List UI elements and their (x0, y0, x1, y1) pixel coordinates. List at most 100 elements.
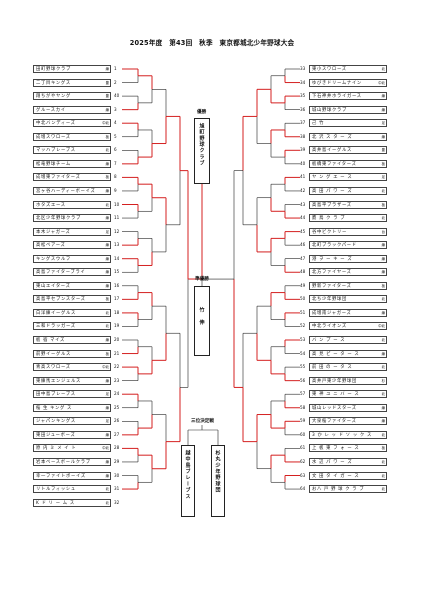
champion-box: 旭町野球クラブ (194, 118, 210, 184)
left-team-15: 高島ファイターブライ 練 (33, 268, 111, 277)
right-team-35: 下石神井ホライガース練 (309, 92, 387, 101)
team-number: 49 (300, 282, 306, 288)
team-area: 練 (105, 216, 109, 221)
left-team-32: K ド リ ー ム ス北 (33, 498, 111, 507)
left-team-7: 松竜野球チーム練 (33, 159, 111, 168)
team-name: 高島平ブラザーズ (312, 202, 352, 208)
team-number: 43 (300, 201, 306, 207)
team-number: 30 (114, 472, 120, 478)
team-name: 前野イーグルス (36, 351, 71, 357)
team-name: 板 宿 マイズ (36, 338, 65, 343)
team-number: 61 (300, 445, 306, 451)
left-team-28: 原 内 ミ メ イ ト 中北 (33, 444, 111, 453)
team-area: 板 (381, 283, 385, 288)
right-team-42: 高 田 パ ワ ー ズ北 (309, 186, 387, 195)
team-name: 東 神 ユ ニ バ ー ス (312, 392, 360, 398)
team-name: 高島平セブンスターズ (36, 297, 86, 303)
team-area: 足 (105, 419, 109, 424)
right-team-45: 谷中ビクトリー台 (309, 227, 387, 236)
right-team-63: 文 田 タ イ ガ ー ス北 (309, 471, 387, 480)
team-number: 22 (114, 364, 120, 370)
third-place-label: 三位決定戦 (191, 419, 214, 424)
left-team-23: 東練馬エンジェルス練 (33, 376, 111, 385)
team-number: 46 (300, 242, 306, 248)
left-team-14: キングスウルフ練 (33, 254, 111, 263)
team-area: 練 (105, 432, 109, 437)
right-team-55: 前 田 の ー タ ス北 (309, 363, 387, 372)
team-name: 青高スワローズ (36, 365, 71, 371)
right-team-58: 城山レッドスターズ練 (309, 403, 387, 412)
team-name: 成増スワローズ (36, 134, 71, 140)
team-area: 練 (105, 405, 109, 410)
team-number: 17 (114, 296, 120, 302)
right-team-34: ゆびきドリームナイン中北 (309, 78, 387, 87)
team-area: 北 (381, 473, 385, 478)
team-number: 44 (300, 215, 306, 221)
team-name: 中北バンディーズ (36, 121, 76, 127)
team-area: 北 (381, 487, 385, 492)
left-team-26: ジャパンキングス足 (33, 417, 111, 426)
team-number: 64 (300, 486, 306, 492)
team-number: 32 (114, 499, 120, 505)
third-left-team: 越中島ブレーブス (184, 450, 191, 500)
team-area: 中北 (102, 446, 109, 451)
team-area: 練 (105, 459, 109, 464)
left-team-18: 白洋練イーグルス北 (33, 308, 111, 317)
team-name: K ド リ ー ム ス (36, 500, 75, 506)
team-name: リトルフィッシュ (36, 487, 76, 493)
team-name: 成増南ジャガーズ (312, 310, 352, 316)
team-number: 12 (114, 228, 120, 234)
right-team-52: 中北ライオンズ中北 (309, 322, 387, 331)
right-team-33: 東小スワローズ北 (309, 65, 387, 73)
third-left-box: 越中島ブレーブス (181, 445, 195, 517)
team-number: 38 (300, 133, 306, 139)
team-number: 33 (300, 66, 306, 71)
team-area: 北 (105, 202, 109, 207)
team-area: 練 (105, 161, 109, 166)
team-area: 足 (105, 392, 109, 397)
team-area: 北 (381, 297, 385, 302)
team-area: 中北 (102, 121, 109, 126)
team-name: 北町ブラックパード (312, 243, 357, 249)
team-area: 北 (381, 188, 385, 193)
team-name: 高島ファイターブライ (36, 270, 86, 276)
team-area: 北 (381, 338, 385, 342)
team-area: 豊 (381, 148, 385, 153)
team-name: 中北ライオンズ (312, 324, 347, 330)
team-name: 二丁目キングス (36, 80, 71, 86)
left-team-6: マッハブレーブス北 (33, 146, 111, 155)
team-area: 練 (381, 243, 385, 248)
team-number: 9 (114, 187, 117, 193)
right-team-37: 己 竹足 (309, 119, 387, 128)
team-area: 北 (105, 324, 109, 329)
left-team-22: 青高スワローズ 中北 (33, 363, 111, 372)
right-team-54: 高 見 ピ ー タ ー ス練 (309, 349, 387, 358)
right-team-53: バ ン プ ー ス北 (309, 336, 387, 344)
team-name: 高井島イーグルス (312, 148, 352, 154)
left-team-40: 翔ちがやヤング豊 (33, 92, 111, 101)
team-number: 23 (114, 377, 120, 383)
team-number: 19 (114, 323, 120, 329)
team-area: 板 (381, 161, 385, 166)
third-right-team: 杉丸少年野球団 (214, 450, 221, 494)
team-number: 48 (300, 269, 306, 275)
team-number: 2 (114, 79, 117, 85)
team-area: 練 (105, 107, 109, 112)
team-name: 上 板 東 フ ォ ー ス (312, 446, 360, 452)
team-area: 練 (381, 256, 385, 261)
team-area: 豊 (105, 80, 109, 85)
team-number: 4 (114, 120, 117, 126)
right-team-56: 高井戸東少年野球団杉 (309, 376, 387, 385)
team-number: 8 (114, 174, 117, 180)
team-area: 中北 (102, 365, 109, 370)
team-name: 東小スワローズ (312, 67, 347, 72)
team-area: 練 (105, 270, 109, 275)
left-team-21: 前野イーグルス板 (33, 349, 111, 358)
team-name: 原 内 ミ メ イ ト (36, 446, 77, 452)
right-team-62: 水 辺 パ ワ ー ズ北 (309, 457, 387, 466)
team-number: 63 (300, 472, 306, 478)
team-area: 北 (381, 392, 385, 397)
team-name: 東田ジューボーズ (36, 432, 76, 438)
left-team-12: 本木ジャガーズ足 (33, 227, 111, 236)
left-team-8: 成増東ファイターズ板 (33, 173, 111, 182)
